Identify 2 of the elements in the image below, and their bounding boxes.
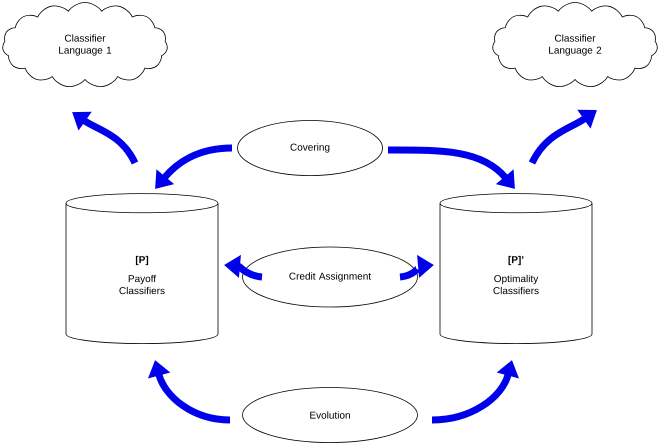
database-cylinder: [P] Payoff Classifiers [66, 193, 218, 344]
database-cylinder: [P]’ Optimality Classifiers [440, 193, 592, 344]
